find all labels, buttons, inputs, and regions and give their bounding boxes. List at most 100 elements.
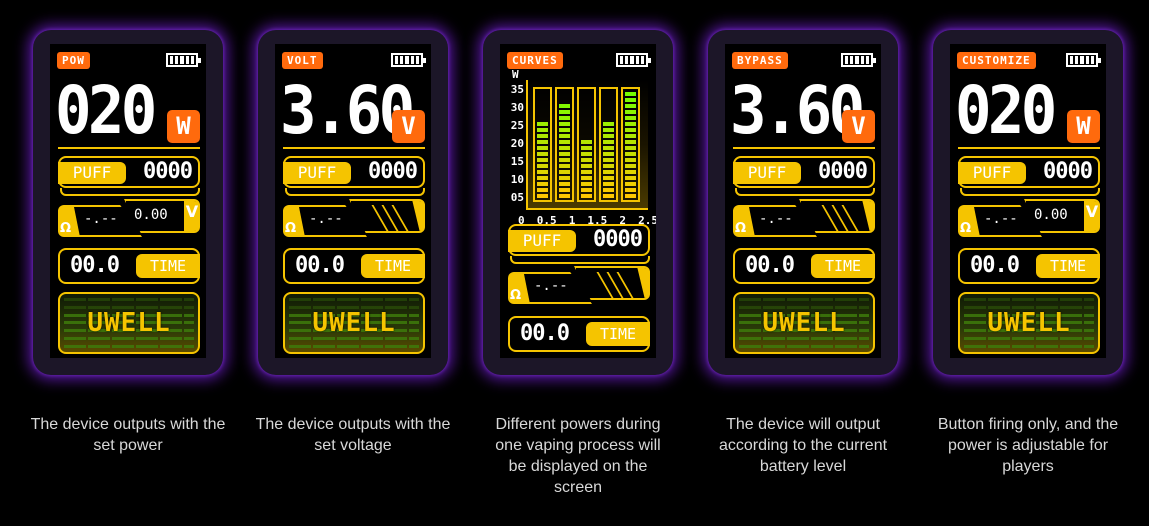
caption-curves: Different powers during one vaping proce…	[495, 416, 661, 496]
bar-segment	[625, 116, 636, 120]
equalizer-lines	[739, 298, 869, 348]
voltage-value: 0.00	[1034, 207, 1068, 223]
y-tick: 10	[510, 173, 524, 186]
bar-segment	[603, 182, 614, 186]
mode-badge: VOLT	[282, 52, 323, 69]
frame-decoration	[285, 188, 425, 196]
uwell-logo: UWELL	[762, 308, 846, 338]
caption-bypass: The device will output according to the …	[718, 416, 888, 475]
puff-count: 0000	[368, 159, 418, 184]
time-label: TIME	[811, 254, 875, 278]
resistance-row: Ω -.--	[283, 199, 425, 239]
bar-segment	[559, 188, 570, 192]
bar-segment	[603, 152, 614, 156]
divider	[283, 147, 425, 149]
bar-segment	[603, 170, 614, 174]
bar-segment	[559, 134, 570, 138]
unit-badge: V	[842, 110, 875, 143]
puff-counter: PUFF 0000	[58, 156, 200, 188]
bar-segment	[625, 122, 636, 126]
ohm-icon: Ω	[960, 221, 972, 236]
x-tick: 1	[568, 214, 576, 227]
uwell-logo: UWELL	[987, 308, 1071, 338]
resistance-value: -.--	[759, 211, 793, 227]
bar-segment	[537, 122, 548, 126]
time-label: TIME	[586, 322, 650, 346]
bar-segment	[603, 140, 614, 144]
bar-segment	[625, 128, 636, 132]
puff-count: 0000	[1043, 159, 1093, 184]
bar-segment	[537, 146, 548, 150]
bar	[533, 87, 552, 202]
x-tick: 2	[619, 214, 626, 227]
y-axis-label: W	[512, 68, 519, 81]
resistance-value: -.--	[984, 211, 1018, 227]
bar-segment	[537, 176, 548, 180]
bar-segment	[559, 158, 570, 162]
time-value: 00.0	[70, 253, 120, 278]
bar-segment	[581, 194, 592, 198]
frame-decoration	[735, 188, 875, 196]
bar-segment	[559, 128, 570, 132]
y-tick: 35	[510, 83, 524, 96]
resistance-value: -.--	[309, 211, 343, 227]
bar-segment	[537, 182, 548, 186]
time-value: 00.0	[520, 321, 570, 346]
ohm-icon: Ω	[510, 288, 522, 303]
mode-card-curves: CURVES W 35 30 25 20 15 10 05 0 0.5 1 1.…	[483, 30, 673, 375]
bar-segment	[581, 146, 592, 150]
bar-segment	[625, 158, 636, 162]
bar-segment	[625, 176, 636, 180]
resistance-value: -.--	[84, 211, 118, 227]
frame-decoration	[960, 188, 1100, 196]
puff-counter: PUFF 0000	[958, 156, 1100, 188]
bar-segment	[559, 110, 570, 114]
stripes-decoration	[596, 272, 636, 298]
ohm-icon: Ω	[60, 221, 72, 236]
bar-segment	[603, 146, 614, 150]
time-display: 00.0 TIME	[508, 316, 650, 352]
x-tick: 0.5	[536, 214, 557, 227]
y-tick: 20	[510, 137, 524, 150]
voltage-value: 0.00	[134, 207, 168, 223]
frame-decoration	[60, 188, 200, 196]
time-display: 00.0 TIME	[958, 248, 1100, 284]
bar-segment	[625, 146, 636, 150]
caption-volt: The device outputs with the set voltage	[255, 416, 451, 454]
resistance-value: -.--	[534, 278, 568, 294]
bar-segment	[603, 194, 614, 198]
puff-label: PUFF	[508, 230, 576, 252]
divider	[58, 147, 200, 149]
time-display: 00.0 TIME	[283, 248, 425, 284]
bar-segment	[625, 110, 636, 114]
divider	[958, 147, 1100, 149]
bar-segment	[537, 140, 548, 144]
x-axis-ticks: 0 0.5 1 1.5 2 2.5	[518, 214, 656, 227]
bar-segment	[537, 188, 548, 192]
bar-segment	[625, 182, 636, 186]
x-tick: 1.5	[587, 214, 608, 227]
mode-card-customize: CUSTOMIZE 020 W PUFF 0000 Ω -.-- 0.00 V …	[933, 30, 1123, 375]
bar-segment	[625, 98, 636, 102]
puff-label: PUFF	[958, 162, 1026, 184]
device-screen: VOLT 3.60 V PUFF 0000 Ω -.-- 00.0 TIME U…	[275, 44, 431, 358]
bar	[555, 87, 574, 202]
bar-segment	[537, 158, 548, 162]
time-value: 00.0	[745, 253, 795, 278]
bar-segment	[625, 164, 636, 168]
logo-panel: UWELL	[58, 292, 200, 354]
equalizer-lines	[64, 298, 194, 348]
bar-segment	[625, 188, 636, 192]
bar	[621, 87, 640, 202]
stripes-decoration	[371, 205, 411, 231]
unit-badge: W	[167, 110, 200, 143]
bar-segment	[559, 104, 570, 108]
ohm-icon: Ω	[735, 221, 747, 236]
resistance-row: Ω -.--	[733, 199, 875, 239]
y-tick: 25	[510, 119, 524, 132]
bar-segment	[625, 92, 636, 96]
puff-counter: PUFF 0000	[283, 156, 425, 188]
resistance-row: Ω -.-- 0.00 V	[958, 199, 1100, 239]
puff-counter: PUFF 0000	[733, 156, 875, 188]
puff-label: PUFF	[733, 162, 801, 184]
